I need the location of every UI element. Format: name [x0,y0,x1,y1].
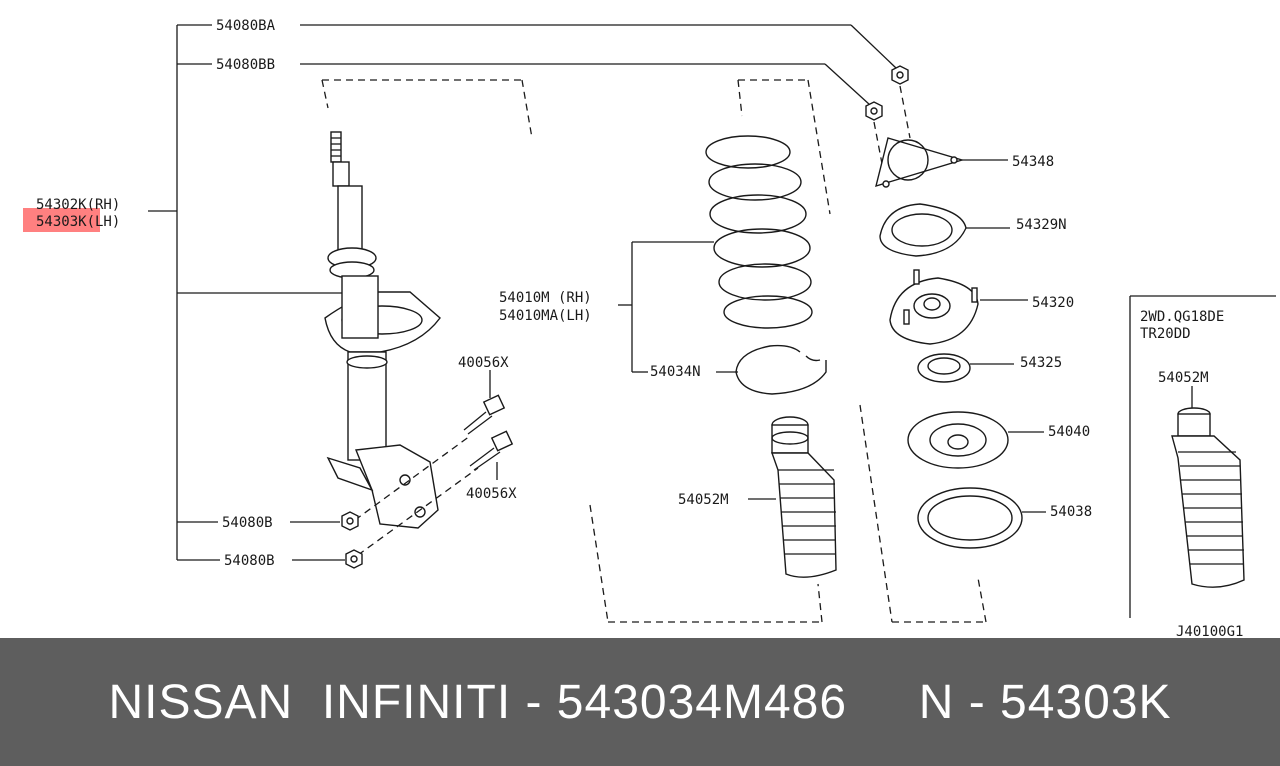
label-54080B-top: 54080B [222,515,273,531]
leader-lines-left [148,24,897,561]
footer-part-text: NISSAN INFINITI - 543034M486 N - 54303K [108,675,1172,729]
inset-label-line1: 2WD.QG18DE [1140,309,1224,325]
label-54320: 54320 [1032,295,1074,311]
parts-diagram: 54080BA 54080BB 54302K(RH) 54303K(LH) 40… [23,18,1276,640]
insulator-54034N [735,344,827,395]
label-54038: 54038 [1050,504,1092,520]
label-54010M: 54010M (RH) [499,290,592,306]
label-54348: 54348 [1012,154,1054,170]
label-54325: 54325 [1020,355,1062,371]
label-54080BB: 54080BB [216,57,275,73]
label-54034N: 54034N [650,364,701,380]
label-54080B-bottom: 54080B [224,553,275,569]
label-40056X-bottom: 40056X [466,486,517,502]
label-54052M-center: 54052M [678,492,729,508]
label-54302K: 54302K(RH) [36,197,120,213]
selected-part-highlight [23,208,100,232]
nuts-54080B [341,511,363,569]
strut-dashed-bracket [321,79,533,139]
label-54080BA: 54080BA [216,18,276,34]
bolts-40056X [463,394,514,471]
boot-54052M [589,416,837,623]
footer-banner: NISSAN INFINITI - 543034M486 N - 54303K [0,638,1280,766]
label-40056X-top: 40056X [458,355,509,371]
label-54010MA: 54010MA(LH) [499,308,592,324]
label-54329N: 54329N [1016,217,1067,233]
coil-spring [705,79,831,329]
label-54052M-inset: 54052M [1158,370,1209,386]
label-54040: 54040 [1048,424,1090,440]
top-mount-column [859,65,1046,623]
leader-lines-spring [618,241,738,373]
inset-label-line2: TR20DD [1140,326,1191,342]
label-54303K: 54303K(LH) [36,214,120,230]
strut-assembly [324,131,479,556]
inset-panel [1129,295,1276,618]
diagram-code: J40100G1 [1176,624,1243,640]
